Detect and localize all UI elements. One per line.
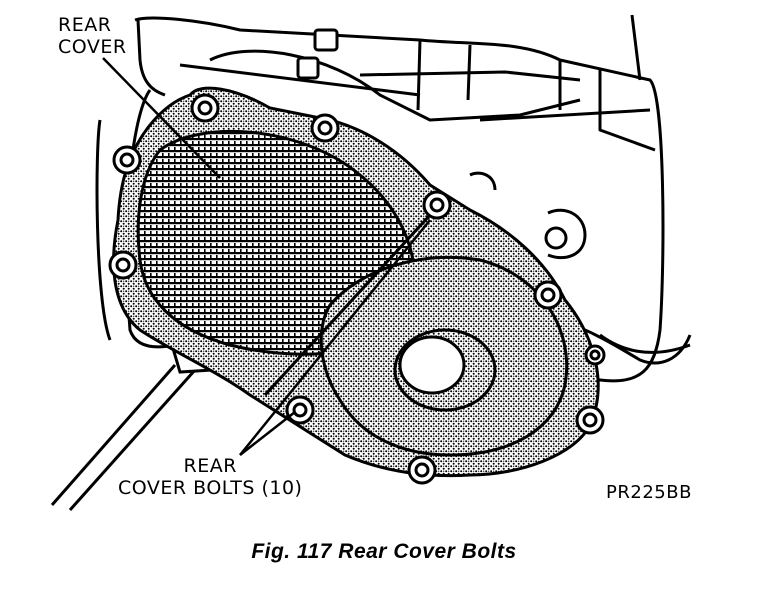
bolt-5 bbox=[108, 250, 138, 280]
bolt-8 bbox=[575, 405, 605, 435]
rear-cover-bolts bbox=[108, 93, 606, 485]
bolt-10 bbox=[584, 344, 606, 366]
bolt-2 bbox=[112, 145, 142, 175]
rear-cover-bolts-label: REAR COVER BOLTS (10) bbox=[118, 455, 302, 499]
bolt-1 bbox=[190, 93, 220, 123]
bolt-6 bbox=[533, 280, 563, 310]
rear-cover-label-line2: COVER bbox=[58, 36, 127, 58]
output-shaft-boss bbox=[393, 328, 497, 412]
rear-cover-bolts-leader bbox=[239, 219, 431, 456]
rear-cover-bolts-label-line2: COVER BOLTS (10) bbox=[118, 477, 303, 499]
leader-lines bbox=[102, 57, 431, 456]
rear-cover-leader bbox=[102, 57, 221, 179]
bolt-7 bbox=[285, 395, 315, 425]
rear-cover-label-line1: REAR bbox=[58, 14, 112, 36]
figure-code: PR225BB bbox=[606, 482, 692, 503]
rear-cover-label: REAR COVER bbox=[58, 14, 127, 58]
rear-cover-bolts-leader-2 bbox=[239, 411, 296, 456]
housing-studs bbox=[296, 28, 568, 250]
transmission-housing bbox=[95, 14, 692, 383]
bolt-9 bbox=[407, 455, 437, 485]
diagonal-seam bbox=[263, 213, 432, 397]
rear-cover-bolts-label-line1: REAR bbox=[183, 455, 237, 477]
bolt-4 bbox=[422, 190, 452, 220]
figure-caption: Fig. 117 Rear Cover Bolts bbox=[251, 540, 517, 563]
bolt-3 bbox=[310, 113, 340, 143]
